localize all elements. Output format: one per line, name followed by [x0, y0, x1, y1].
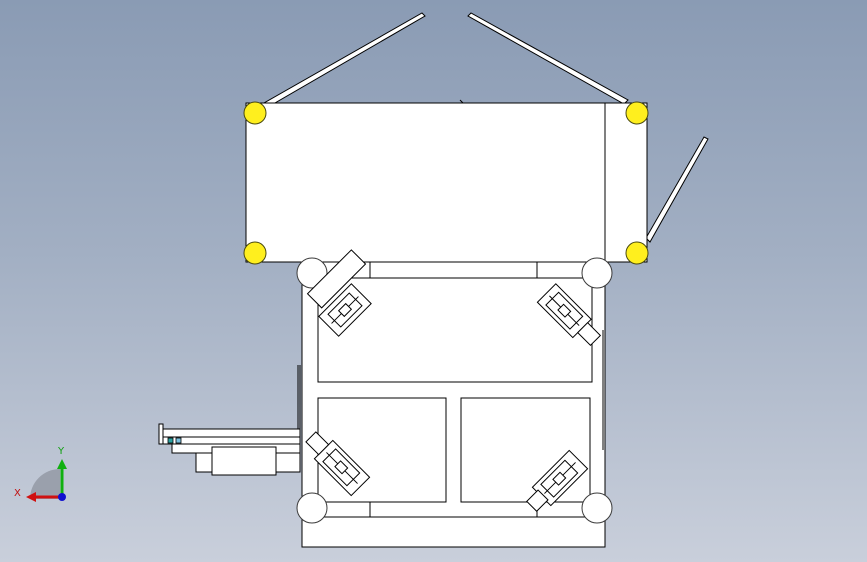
- triad-plane: [30, 469, 60, 499]
- corner-markers: [243, 101, 649, 265]
- marker-bottom-right: [625, 241, 649, 265]
- x-axis-arrow-icon: [26, 492, 36, 502]
- caster-top-left: [296, 257, 328, 289]
- clamp-top-left: [306, 249, 372, 337]
- clamp-bottom-right: [526, 449, 589, 512]
- y-axis-arrow-icon: [57, 459, 67, 469]
- caster-bottom-left: [296, 492, 328, 524]
- caster-wheels: [296, 257, 613, 524]
- y-axis-label: Y: [57, 446, 65, 457]
- axis-triad: Y X: [14, 446, 67, 502]
- z-axis-dot-icon: [58, 493, 66, 501]
- marker-top-left: [243, 101, 267, 125]
- clamp-bottom-left: [305, 431, 371, 497]
- rod-left: [263, 12, 426, 108]
- caster-top-right: [581, 257, 613, 289]
- caster-bottom-right: [581, 492, 613, 524]
- rod-right: [645, 136, 709, 243]
- support-rods: [263, 12, 709, 243]
- clamp-top-right: [536, 283, 602, 347]
- marker-top-right: [625, 101, 649, 125]
- x-axis-label: X: [14, 488, 21, 499]
- upper-panel-body: [245, 102, 648, 263]
- side-rail: [158, 365, 301, 476]
- marker-bottom-left: [243, 241, 267, 265]
- upper-panel: [245, 99, 648, 263]
- rod-center: [467, 12, 629, 105]
